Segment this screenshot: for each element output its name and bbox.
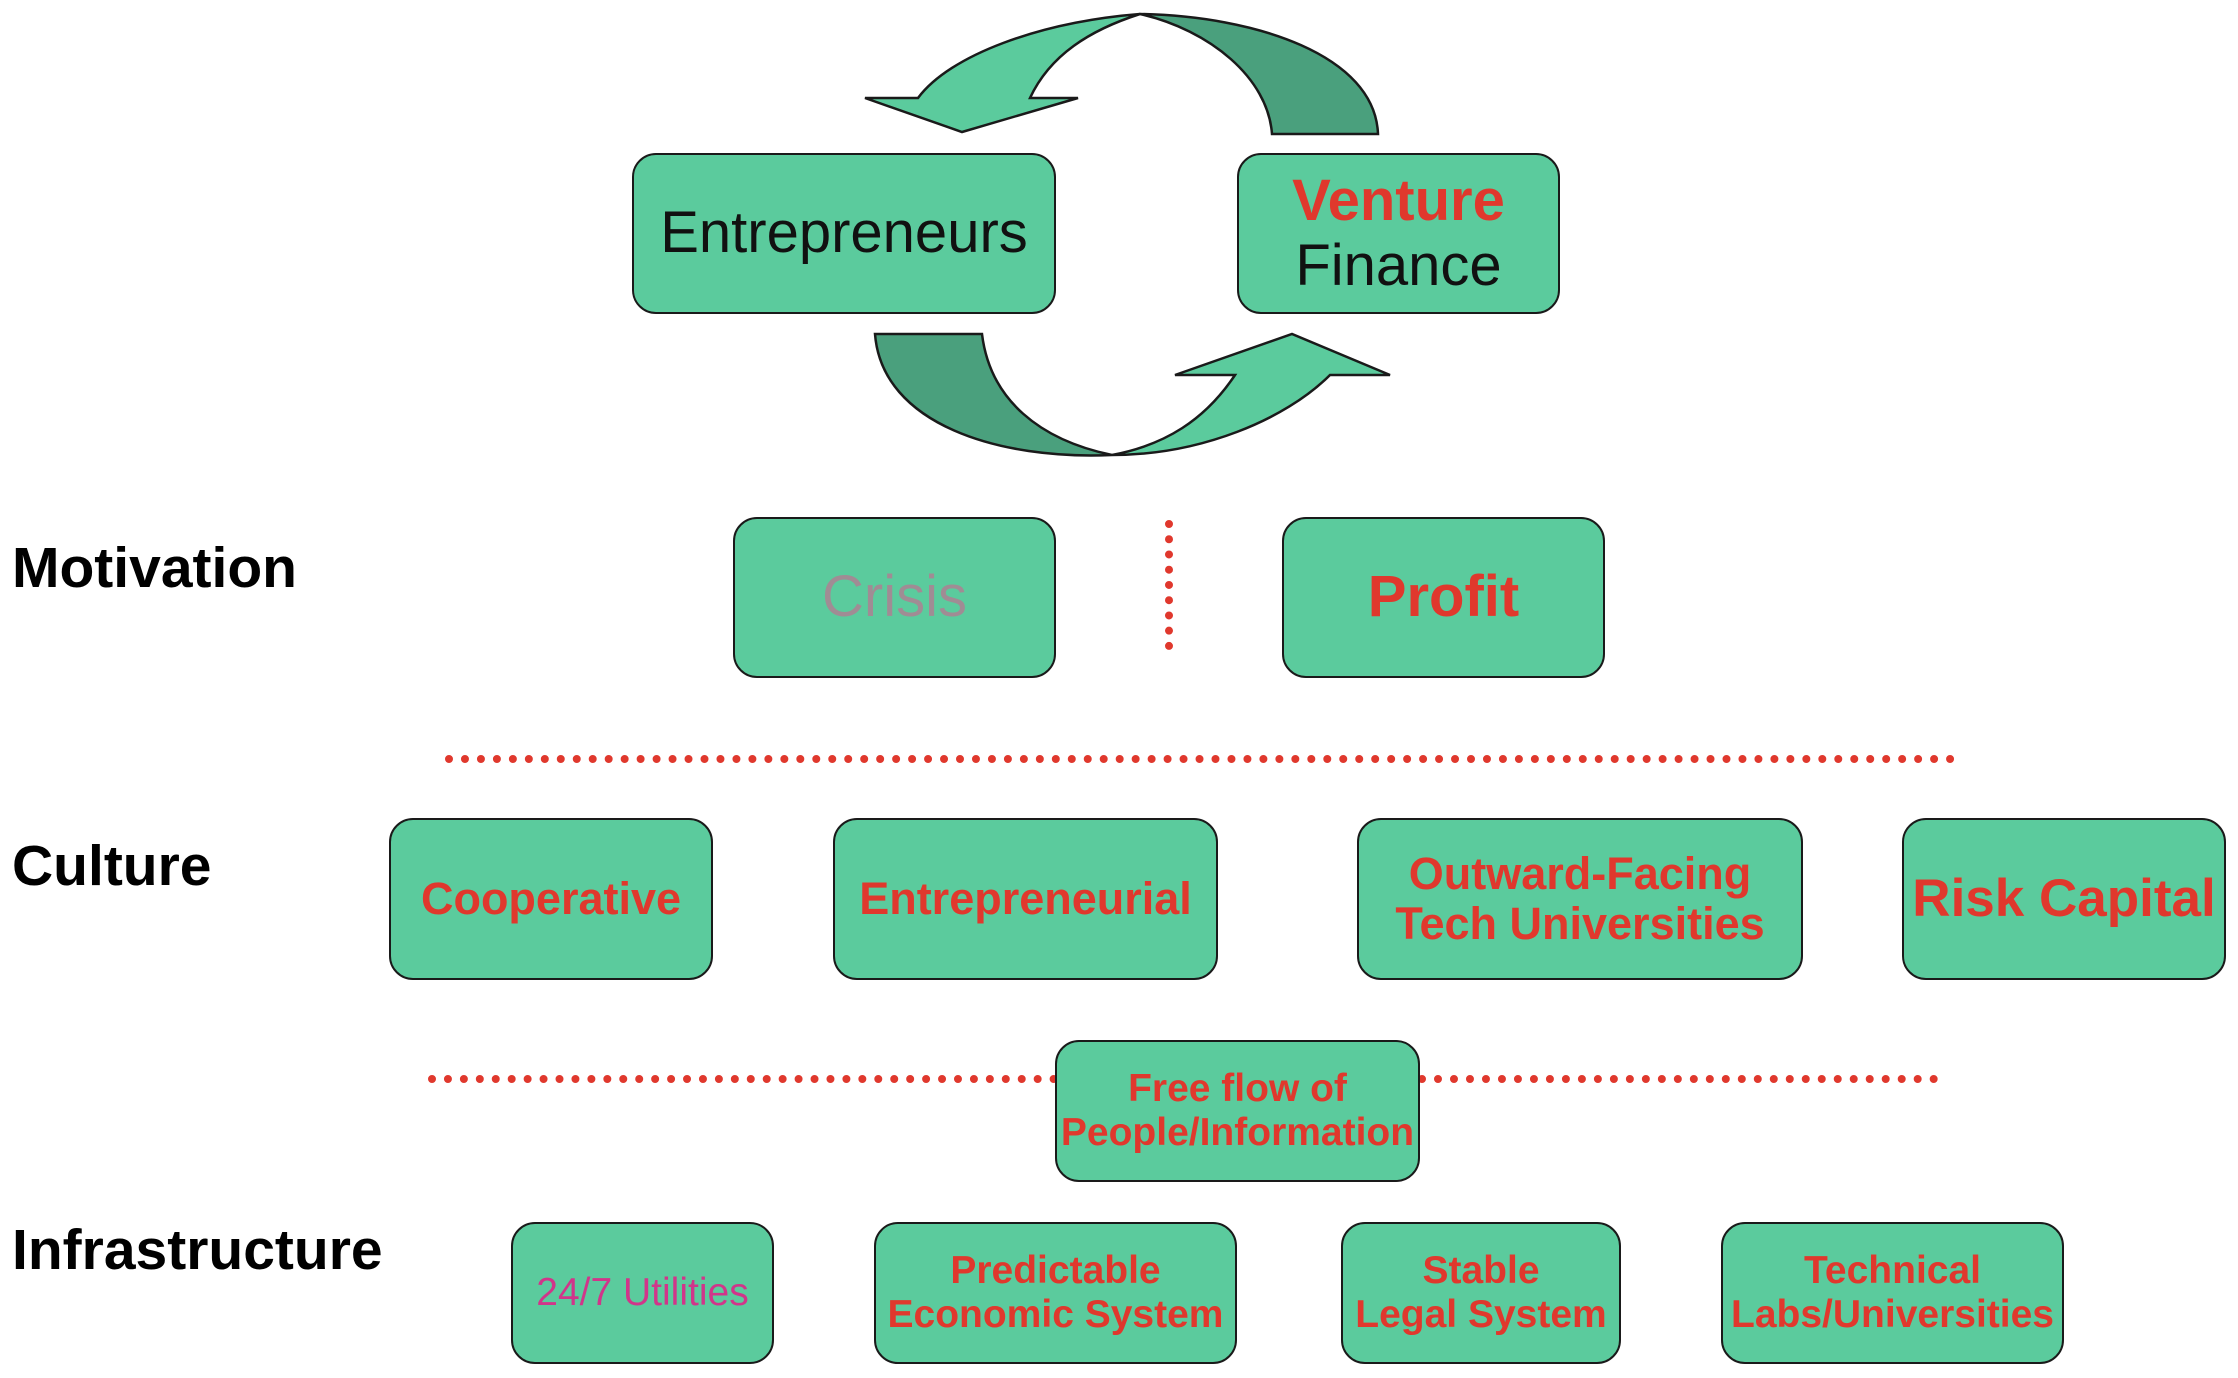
utilities-label: 24/7 Utilities (536, 1271, 749, 1315)
motivation-divider (1165, 520, 1173, 650)
legal-system-label: Legal System (1355, 1293, 1607, 1336)
finance-label: Finance (1295, 232, 1502, 298)
tech-universities-label: Tech Universities (1395, 898, 1765, 949)
free-flow-box: Free flow of People/Information (1055, 1040, 1420, 1182)
entrepreneurs-box: Entrepreneurs (632, 153, 1056, 314)
venture-finance-box: Venture Finance (1237, 153, 1560, 314)
economic-system-box: Predictable Economic System (874, 1222, 1237, 1364)
technical-label: Technical (1803, 1249, 1981, 1293)
bottom-arrow-head (1111, 332, 1391, 457)
culture-infrastructure-divider-right (1418, 1075, 1938, 1083)
outward-facing-universities-box: Outward-Facing Tech Universities (1357, 818, 1803, 980)
risk-capital-box: Risk Capital (1902, 818, 2226, 980)
top-arrow-dark-segment (1139, 12, 1380, 136)
culture-row-label: Culture (12, 834, 212, 898)
crisis-box: Crisis (733, 517, 1056, 678)
cooperative-box: Cooperative (389, 818, 713, 980)
economic-system-label: Economic System (887, 1293, 1224, 1336)
crisis-label: Crisis (822, 564, 967, 630)
utilities-box: 24/7 Utilities (511, 1222, 774, 1364)
entrepreneurial-box: Entrepreneurial (833, 818, 1218, 980)
people-information-label: People/Information (1060, 1111, 1415, 1154)
stable-label: Stable (1422, 1249, 1540, 1293)
top-arrow-head (864, 12, 1141, 134)
entrepreneurs-label: Entrepreneurs (660, 200, 1028, 266)
cycle-arrows-graphic (864, 12, 1391, 457)
risk-capital-label: Risk Capital (1912, 869, 2216, 929)
bottom-arrow-dark-segment (873, 332, 1113, 457)
cooperative-label: Cooperative (420, 872, 682, 924)
profit-label: Profit (1367, 564, 1520, 630)
venture-label: Venture (1292, 167, 1505, 233)
profit-box: Profit (1282, 517, 1605, 678)
technical-labs-box: Technical Labs/Universities (1721, 1222, 2064, 1364)
motivation-culture-divider (445, 755, 1955, 763)
culture-infrastructure-divider-left (428, 1075, 1058, 1083)
entrepreneurial-label: Entrepreneurial (859, 872, 1192, 924)
predictable-label: Predictable (950, 1249, 1161, 1293)
infrastructure-row-label: Infrastructure (12, 1218, 383, 1282)
free-flow-label: Free flow of (1128, 1067, 1347, 1111)
outward-facing-label: Outward-Facing (1408, 847, 1752, 899)
motivation-row-label: Motivation (12, 536, 297, 600)
legal-system-box: Stable Legal System (1341, 1222, 1621, 1364)
labs-universities-label: Labs/Universities (1731, 1293, 2054, 1336)
